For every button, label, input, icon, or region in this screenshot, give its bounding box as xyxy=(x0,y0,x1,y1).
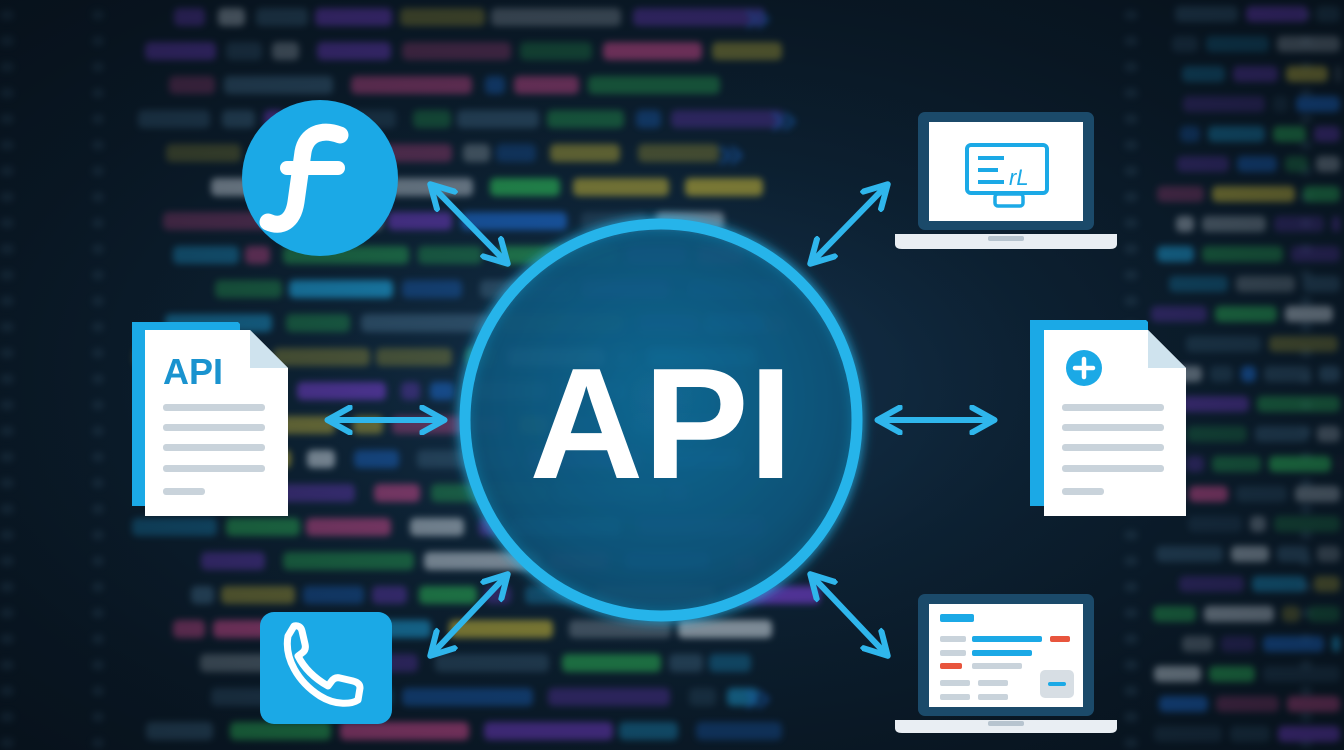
arrow-laptop-monitor xyxy=(812,186,886,262)
api-hub-label: API xyxy=(529,336,792,512)
node-phone-call xyxy=(260,612,392,724)
document-icon: API xyxy=(132,322,288,516)
api-hub: API xyxy=(459,218,863,622)
node-add-document xyxy=(1030,320,1186,516)
api-document-title: API xyxy=(163,351,223,392)
document-plus-icon xyxy=(1030,320,1186,516)
connector-arrows xyxy=(330,186,992,654)
arrow-dashboard-laptop xyxy=(812,576,886,654)
node-dashboard-laptop xyxy=(895,594,1117,733)
phone-icon xyxy=(283,622,364,707)
phone-tile xyxy=(260,612,392,724)
node-laptop-monitor: rL xyxy=(895,112,1117,249)
laptop-dashboard-icon xyxy=(895,594,1117,733)
node-function-app xyxy=(242,100,398,256)
function-f-icon xyxy=(242,100,398,256)
arrow-function-app xyxy=(432,186,506,262)
node-api-document: API xyxy=(132,322,288,516)
svg-text:rL: rL xyxy=(1009,165,1029,190)
arrow-phone-call xyxy=(432,576,506,654)
laptop-screen-icon: rL xyxy=(895,112,1117,249)
api-hub-circle xyxy=(459,218,863,622)
